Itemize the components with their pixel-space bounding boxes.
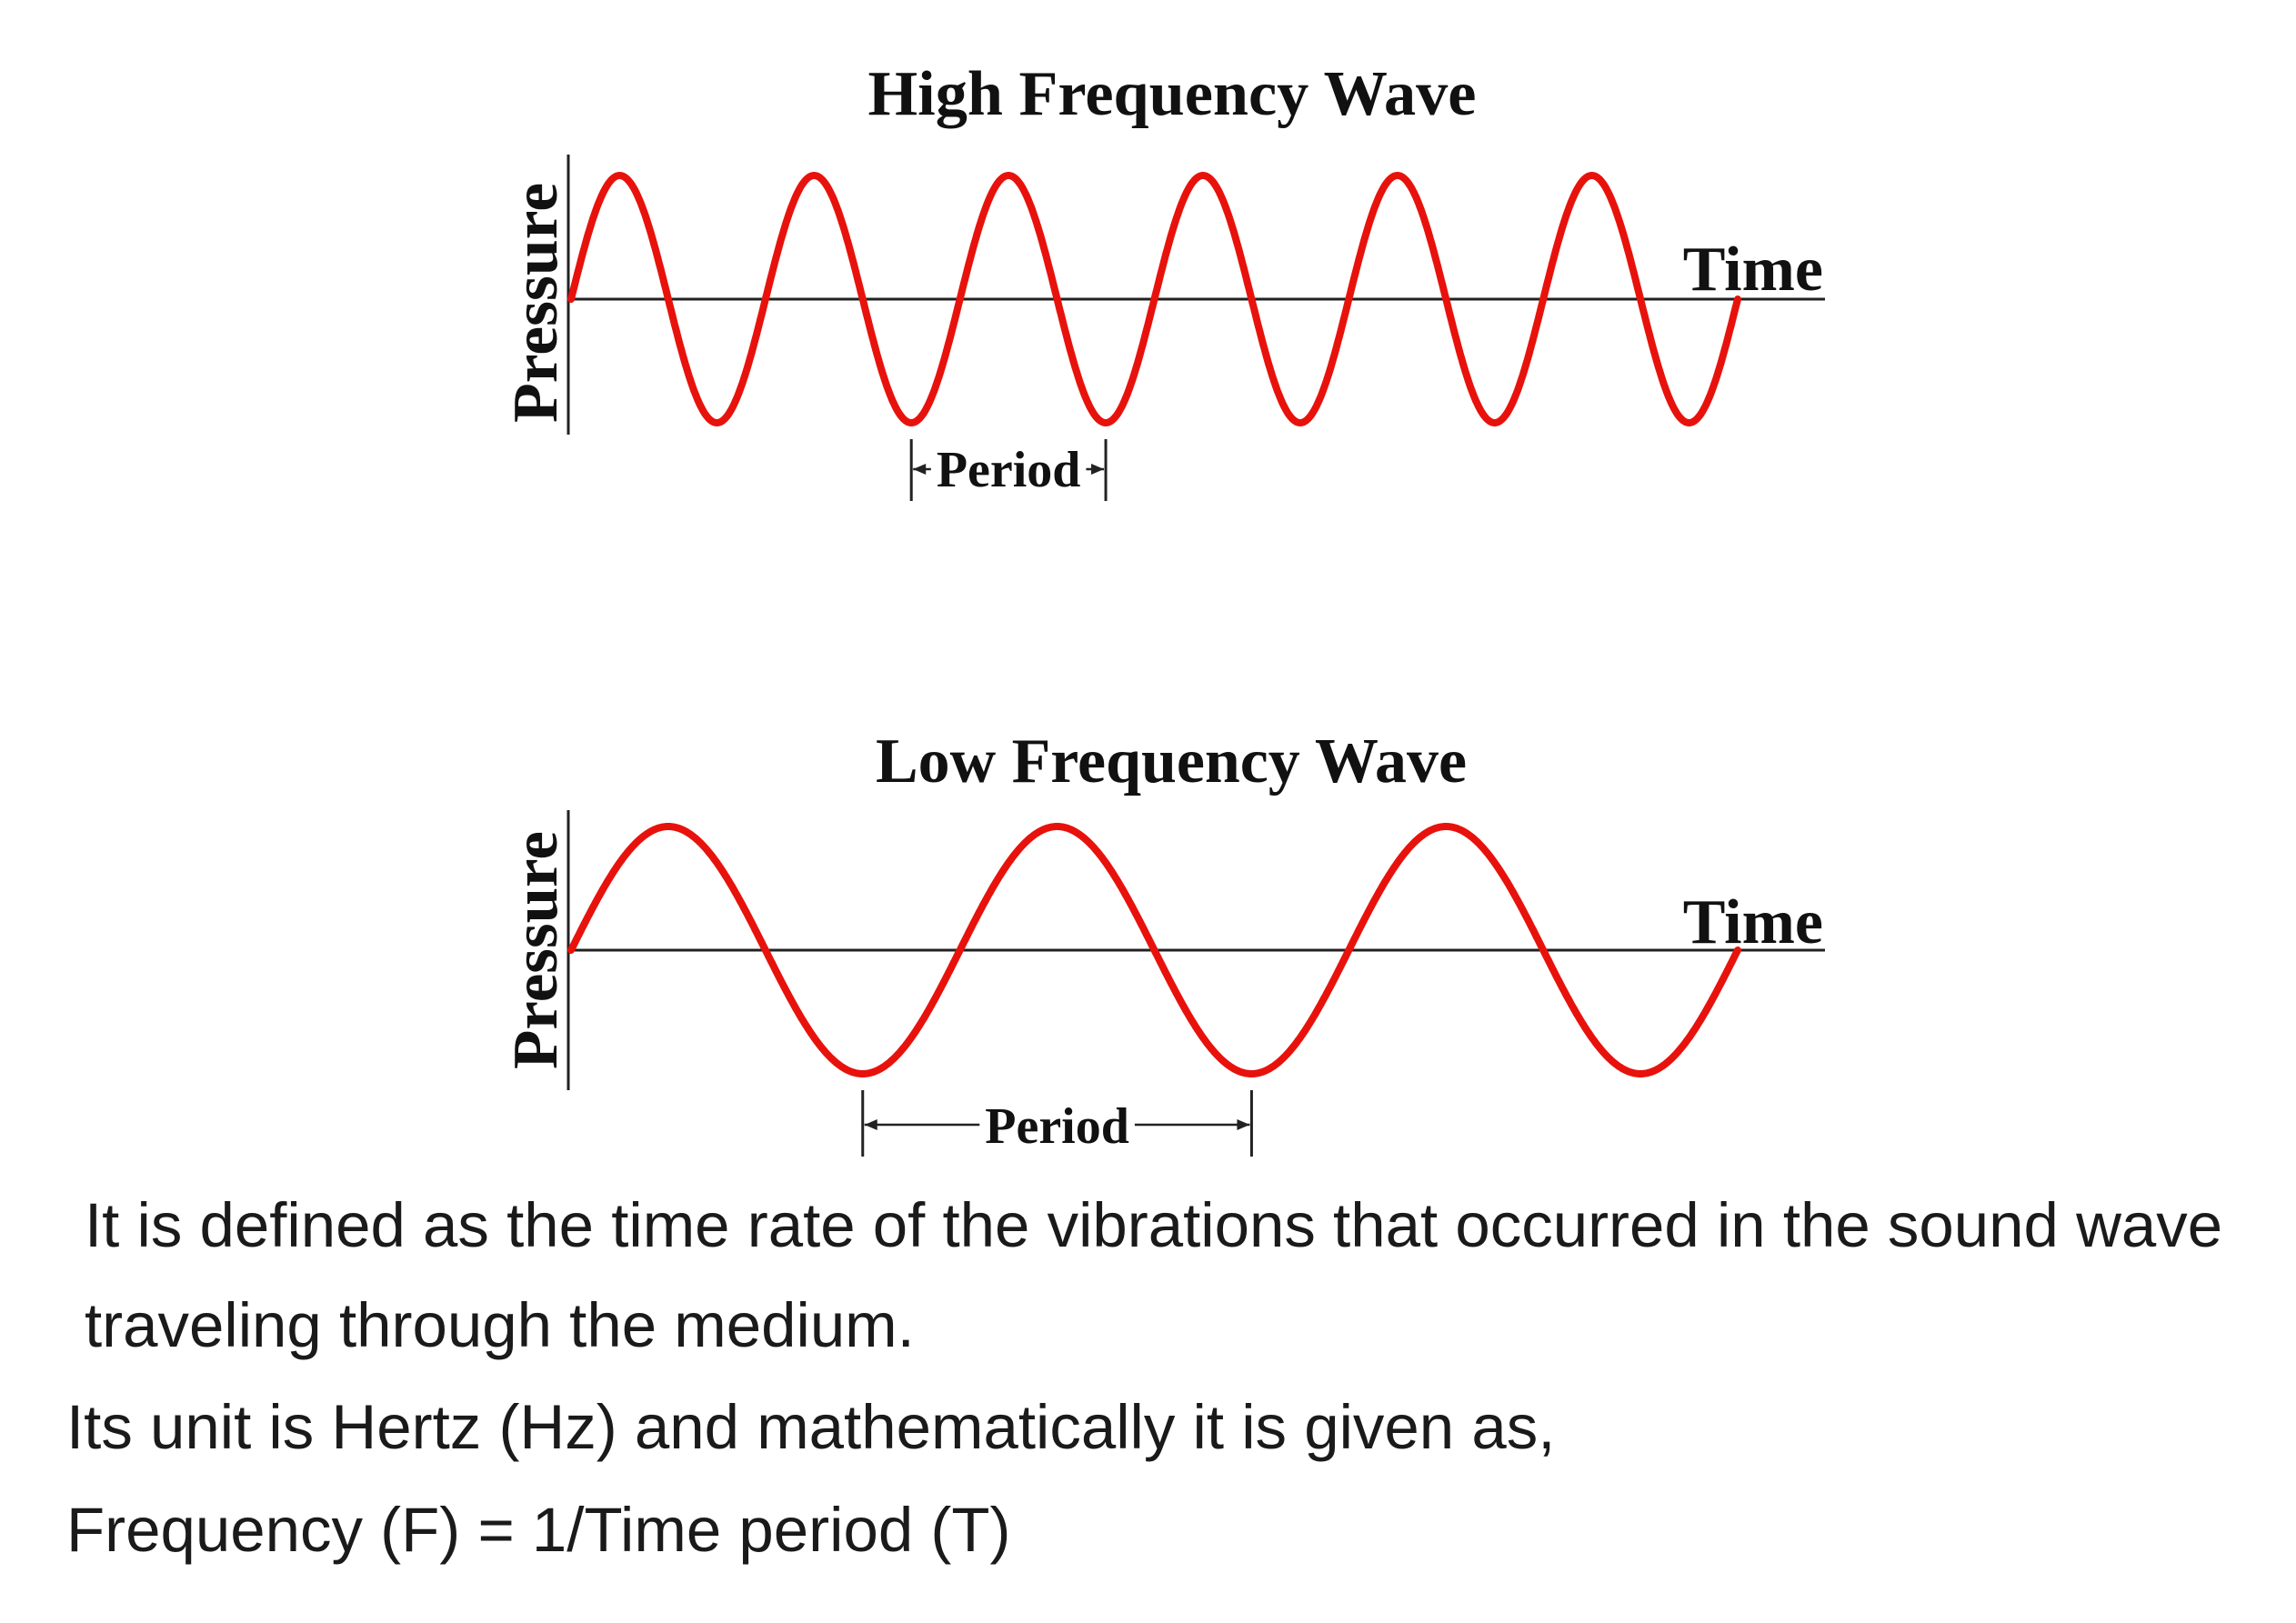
period-label: Period [985, 1098, 1129, 1155]
diagram-title: Low Frequency Wave [876, 726, 1467, 796]
y-axis-label: Pressure [501, 183, 571, 423]
high-frequency-diagram: High Frequency Wave Pressure Time Period [501, 59, 1825, 501]
wave-diagrams: High Frequency Wave Pressure Time Period… [501, 59, 1825, 1157]
definition-line-1: It is defined as the time rate of the vi… [85, 1190, 2223, 1260]
diagram-title: High Frequency Wave [868, 59, 1477, 129]
period-right-arrowhead [1237, 1119, 1250, 1130]
period-label: Period [937, 442, 1081, 498]
period-left-arrowhead [913, 464, 927, 475]
period-left-arrowhead [864, 1119, 877, 1130]
wave-curve [567, 172, 1741, 426]
x-axis-label: Time [1683, 235, 1823, 305]
unit-statement: Its unit is Hertz (Hz) and mathematicall… [66, 1392, 1556, 1462]
wave-curve [567, 823, 1741, 1077]
low-frequency-diagram: Low Frequency Wave Pressure Time Period [501, 726, 1825, 1157]
x-axis-label: Time [1683, 887, 1823, 957]
period-marker: Period [861, 1090, 1253, 1157]
y-axis-label: Pressure [501, 831, 571, 1069]
period-marker: Period [909, 439, 1108, 501]
definition-line-2: traveling through the medium. [85, 1290, 915, 1360]
period-right-arrowhead [1091, 464, 1105, 475]
frequency-formula: Frequency (F) = 1/Time period (T) [66, 1495, 1011, 1565]
